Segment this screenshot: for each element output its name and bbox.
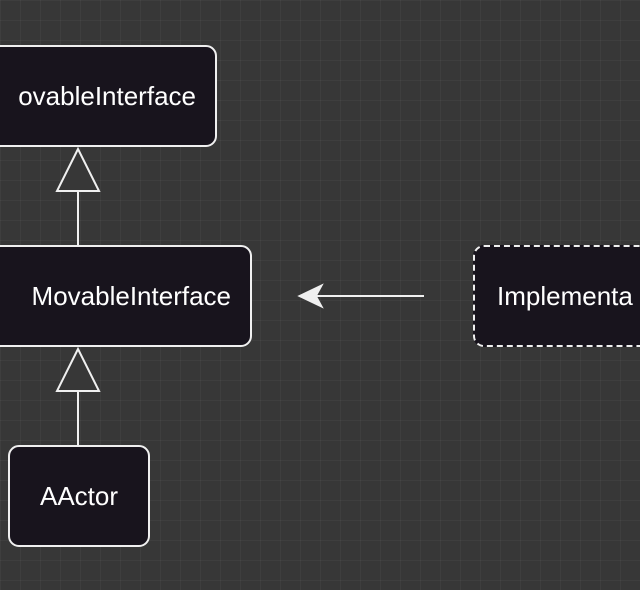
node-movable-interface-middle[interactable]: MovableInterface: [0, 245, 252, 347]
node-middle-label: MovableInterface: [31, 280, 231, 311]
node-right-label: Implementa: [497, 280, 633, 311]
node-aactor[interactable]: AActor: [8, 445, 150, 547]
node-movable-interface-top[interactable]: ovableInterface: [0, 45, 217, 147]
node-implementation[interactable]: Implementa: [473, 245, 640, 347]
arrowhead-left: [297, 283, 324, 309]
inheritance-arrowhead-middle: [55, 346, 101, 392]
node-bottom-label: AActor: [39, 480, 119, 511]
inheritance-arrowhead-top: [55, 146, 101, 192]
node-top-label: ovableInterface: [18, 80, 196, 111]
